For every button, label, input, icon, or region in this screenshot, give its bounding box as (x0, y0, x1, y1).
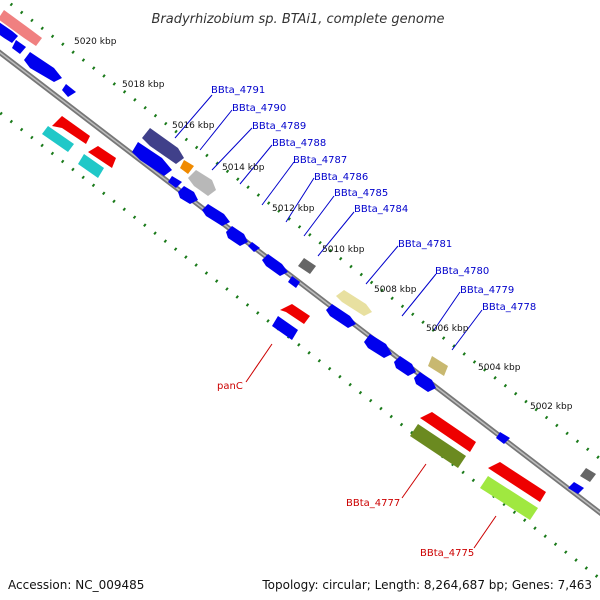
gene-arrow-blue[interactable] (24, 52, 62, 82)
gene-arrow-dark-grey[interactable] (580, 468, 596, 482)
gene-arrow-blue[interactable] (12, 40, 26, 54)
gene-arrow-cyan[interactable] (78, 154, 104, 178)
gene-labels-red: panC BBta_4777 BBta_4775 (217, 381, 474, 559)
gene-arrow-blue[interactable] (568, 482, 584, 494)
gene-arrow-blue[interactable] (262, 254, 288, 276)
forward-genes (0, 10, 596, 494)
gene-arrow-lime[interactable] (480, 476, 538, 520)
tick-label: 5016 kbp (172, 121, 215, 131)
gene-arrow-tan[interactable] (428, 356, 448, 376)
gene-label[interactable]: BBta_4788 (272, 138, 326, 149)
gene-label[interactable]: BBta_4787 (293, 155, 347, 166)
gene-arrow-navy[interactable] (142, 128, 184, 164)
tick-label: 5008 kbp (374, 285, 417, 295)
tick-label: 5012 kbp (272, 204, 315, 214)
gene-arrow-blue[interactable] (326, 304, 356, 328)
gene-label[interactable]: BBta_4778 (482, 302, 536, 313)
gene-label[interactable]: BBta_4791 (211, 85, 265, 96)
gene-arrow-blue[interactable] (0, 20, 18, 43)
gene-arrow-red[interactable] (52, 116, 90, 144)
gene-arrow-blue[interactable] (132, 142, 172, 176)
gene-arrow-blue[interactable] (168, 176, 182, 188)
gene-label[interactable]: BBta_4786 (314, 172, 368, 183)
gene-label[interactable]: panC (217, 381, 243, 392)
outer-tick-track (3, 0, 600, 461)
gene-arrow-cyan[interactable] (42, 126, 74, 152)
gene-label[interactable]: BBta_4779 (460, 285, 514, 296)
gene-arrow-red[interactable] (488, 462, 546, 502)
gene-arrow-red[interactable] (280, 304, 310, 324)
gene-arrow-blue[interactable] (202, 204, 230, 226)
gene-label[interactable]: BBta_4781 (398, 239, 452, 250)
gene-label[interactable]: BBta_4790 (232, 103, 286, 114)
tick-label: 5018 kbp (122, 80, 165, 90)
gene-arrow-dark-grey[interactable] (298, 258, 316, 274)
gene-arrow-blue[interactable] (414, 372, 436, 392)
gene-arrow-blue[interactable] (272, 316, 298, 340)
gene-arrow-orange[interactable] (180, 160, 194, 174)
gene-arrow-red[interactable] (420, 412, 476, 452)
gene-label[interactable]: BBta_4784 (354, 204, 408, 215)
topology-text: Topology: circular; Length: 8,264,687 bp… (262, 578, 592, 592)
gene-arrow-blue[interactable] (496, 432, 510, 444)
tick-label: 5010 kbp (322, 245, 365, 255)
gene-arrow-blue[interactable] (364, 334, 392, 358)
gene-arrow-blue[interactable] (226, 226, 248, 246)
tick-label: 5014 kbp (222, 163, 265, 173)
leader-lines (174, 94, 497, 549)
gene-label[interactable]: BBta_4785 (334, 188, 388, 199)
gene-arrow-blue[interactable] (288, 276, 300, 288)
tick-label: 5006 kbp (426, 324, 469, 334)
tick-label: 5020 kbp (74, 37, 117, 47)
gene-arrow-blue[interactable] (248, 242, 260, 252)
gene-arrow-blue[interactable] (394, 356, 416, 376)
gene-arrow-blue[interactable] (178, 186, 198, 204)
gene-labels-blue: BBta_4791 BBta_4790 BBta_4789 BBta_4788 … (211, 85, 536, 313)
gene-arrow-khaki[interactable] (336, 290, 372, 316)
gene-arrow-red[interactable] (88, 146, 116, 168)
tick-labels: 5020 kbp 5018 kbp 5016 kbp 5014 kbp 5012… (74, 37, 573, 412)
reverse-genes (42, 116, 546, 520)
map-title: Bradyrhizobium sp. BTAi1, complete genom… (151, 12, 444, 27)
gene-arrow-blue[interactable] (62, 84, 76, 97)
gene-label[interactable]: BBta_4777 (346, 498, 400, 509)
gene-arrow-pink[interactable] (0, 10, 42, 46)
tick-label: 5002 kbp (530, 402, 573, 412)
gene-label[interactable]: BBta_4780 (435, 266, 489, 277)
genome-backbone-highlight (0, 51, 600, 514)
gene-label[interactable]: BBta_4789 (252, 121, 306, 132)
inner-tick-track (0, 110, 600, 581)
gene-label[interactable]: BBta_4775 (420, 548, 474, 559)
gene-arrow-grey[interactable] (188, 170, 216, 196)
tick-label: 5004 kbp (478, 363, 521, 373)
accession-text: Accession: NC_009485 (8, 578, 145, 592)
gene-arrow-olive[interactable] (410, 424, 466, 468)
